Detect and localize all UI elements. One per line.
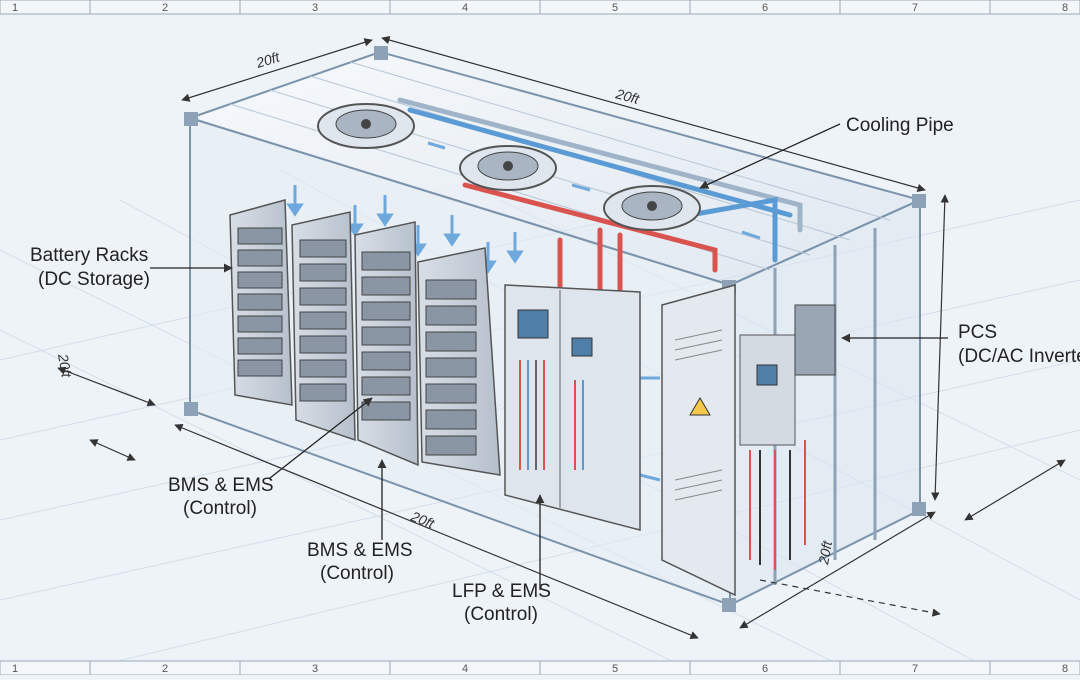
label-bms-ems-1-sub: (Control) — [183, 498, 257, 519]
label-pcs-sub: (DC/AC Inverte — [958, 346, 1080, 367]
warning-icon — [689, 397, 711, 416]
pipe-hot-drop — [557, 227, 623, 298]
fan-icon — [503, 161, 513, 171]
dimension-bottom-length: 20ft — [408, 508, 438, 532]
pipe-cold-return — [687, 197, 778, 263]
ruler-top-8: 8 — [1062, 2, 1068, 14]
fan-icon — [647, 201, 657, 211]
inverter-panel — [739, 334, 796, 446]
pipe-hot — [462, 182, 718, 273]
ruler-top-5: 5 — [612, 2, 618, 14]
leader-lines — [150, 123, 948, 590]
heatsink — [794, 304, 836, 376]
dimension-top-length: 20ft — [613, 85, 642, 107]
corner-fitting — [912, 194, 926, 208]
battery-racks — [229, 199, 501, 476]
bottom-ruler: 1 2 3 4 5 6 7 8 — [0, 660, 1080, 676]
fan-1 — [317, 103, 415, 149]
label-bms-ems-1: BMS & EMS — [168, 475, 274, 496]
airflow-left-icon — [741, 230, 761, 240]
ruler-bottom-6: 6 — [762, 663, 768, 675]
control-cabinet — [504, 284, 641, 531]
label-bms-ems-2-sub: (Control) — [320, 563, 394, 584]
ruler-bottom-8: 8 — [1062, 663, 1068, 675]
ruler-top-4: 4 — [462, 2, 468, 14]
label-cooling-pipe: Cooling Pipe — [846, 115, 954, 136]
cabinet-screen — [571, 337, 593, 357]
corner-fitting — [374, 46, 388, 60]
label-pcs: PCS — [958, 322, 997, 343]
leader-cooling-pipe — [699, 123, 841, 189]
label-lfp-ems-sub: (Control) — [464, 604, 538, 625]
battery-rack — [291, 211, 356, 442]
ruler-bottom-7: 7 — [912, 663, 918, 675]
fan-3 — [603, 185, 701, 231]
top-ruler: 1 2 3 4 5 6 7 8 — [0, 0, 1080, 15]
label-battery-racks: Battery Racks — [30, 245, 148, 266]
dimension-top-width: 20ft — [253, 48, 282, 71]
battery-rack — [229, 199, 293, 406]
dimension-left-small: 20ft — [55, 352, 75, 380]
label-lfp-ems: LFP & EMS — [452, 581, 551, 602]
corner-fitting — [912, 502, 926, 516]
ruler-top-2: 2 — [162, 2, 168, 14]
ruler-top-3: 3 — [312, 2, 318, 14]
ruler-top-7: 7 — [912, 2, 918, 14]
corner-fitting — [184, 112, 198, 126]
ruler-bottom-1: 1 — [12, 663, 18, 675]
label-bms-ems-2: BMS & EMS — [307, 540, 413, 561]
fan-2 — [459, 145, 557, 191]
battery-rack — [354, 221, 419, 467]
corner-fitting — [184, 402, 198, 416]
battery-rack — [417, 247, 501, 476]
dimension-side-height: 20ft — [815, 539, 835, 567]
ruler-bottom-2: 2 — [162, 663, 168, 675]
ruler-bottom-3: 3 — [312, 663, 318, 675]
fan-icon — [361, 119, 371, 129]
ruler-top-1: 1 — [12, 2, 18, 14]
cabinet-screen — [517, 309, 549, 339]
inverter-display — [756, 364, 778, 386]
leader-bms-1 — [269, 397, 373, 479]
ruler-bottom-4: 4 — [462, 663, 468, 675]
ruler-bottom-5: 5 — [612, 663, 618, 675]
dimension-lines — [57, 35, 1066, 640]
label-battery-racks-sub: (DC Storage) — [38, 269, 150, 290]
corner-fitting — [722, 598, 736, 612]
ruler-top-6: 6 — [762, 2, 768, 14]
